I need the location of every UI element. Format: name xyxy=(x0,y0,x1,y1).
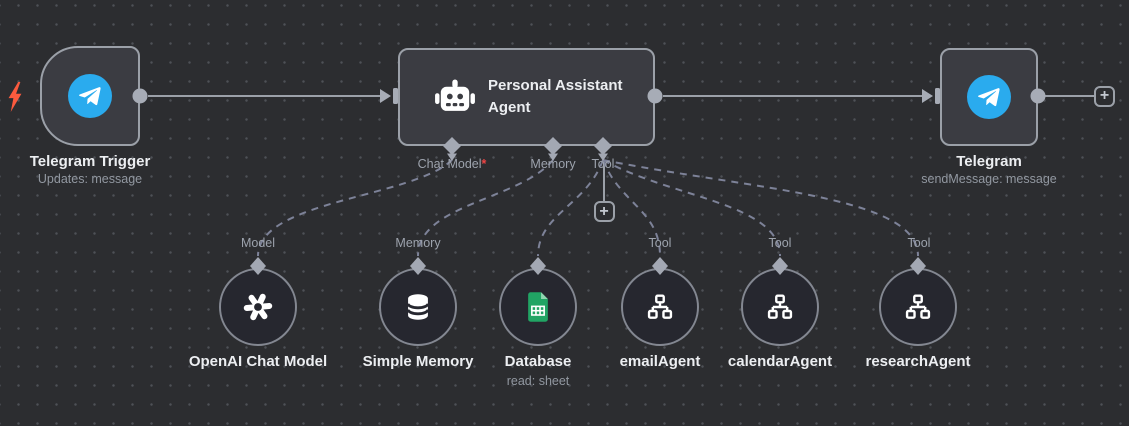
telegram-node-subtitle: sendMessage: message xyxy=(921,172,1057,186)
database-node-subtitle: read: sheet xyxy=(506,374,570,388)
simple-memory-node-title: Simple Memory xyxy=(362,353,474,370)
node-research-agent[interactable] xyxy=(879,268,957,346)
database-node-title: Database xyxy=(504,353,572,370)
openai-node-title: OpenAI Chat Model xyxy=(188,353,328,370)
subnode-port-label-memory: Memory xyxy=(395,236,441,250)
calendar-agent-node-title: calendarAgent xyxy=(727,353,833,370)
node-telegram-send[interactable] xyxy=(940,48,1038,146)
port-diamond-tool[interactable] xyxy=(594,137,612,155)
output-port-trigger[interactable] xyxy=(132,88,148,104)
connection-tool-to-email-agent[interactable] xyxy=(602,159,661,257)
node-calendar-agent[interactable] xyxy=(741,268,819,346)
node-database-sheet[interactable] xyxy=(499,268,577,346)
connection-memory-to-simple-memory[interactable] xyxy=(417,159,554,257)
trigger-node-subtitle: Updates: message xyxy=(37,172,143,186)
telegram-icon xyxy=(967,75,1011,119)
port-label-chat-model: Chat Model* xyxy=(417,157,487,171)
subnode-port-label-tool-email: Tool xyxy=(648,236,672,250)
email-agent-node-title: emailAgent xyxy=(619,353,701,370)
research-agent-node-title: researchAgent xyxy=(865,353,971,370)
subnode-port-label-tool-research: Tool xyxy=(907,236,931,250)
port-label-tool: Tool xyxy=(591,157,615,171)
input-port-telegram[interactable] xyxy=(935,88,940,104)
subnode-port-label-model: Model xyxy=(240,236,276,250)
add-node-button[interactable]: + xyxy=(1094,85,1115,107)
input-port-agent[interactable] xyxy=(393,88,398,104)
sitemap-icon xyxy=(644,291,676,323)
openai-icon xyxy=(240,289,276,325)
input-arrow-telegram xyxy=(922,89,933,103)
port-diamond-email-agent[interactable] xyxy=(652,257,668,275)
node-email-agent[interactable] xyxy=(621,268,699,346)
required-marker: * xyxy=(481,157,487,171)
trigger-node-title: Telegram Trigger xyxy=(29,153,151,170)
port-diamond-database[interactable] xyxy=(530,257,546,275)
output-port-agent[interactable] xyxy=(647,88,663,104)
telegram-icon xyxy=(68,74,112,118)
connection-chatmodel-to-openai[interactable] xyxy=(257,159,453,257)
output-port-telegram[interactable] xyxy=(1030,88,1046,104)
input-arrow-agent xyxy=(380,89,391,103)
lightning-bolt-icon xyxy=(6,82,24,112)
port-diamond-chat-model[interactable] xyxy=(443,137,461,155)
port-diamond-simple-memory[interactable] xyxy=(410,257,426,275)
connection-tool-to-database[interactable] xyxy=(537,159,604,257)
database-icon xyxy=(401,290,435,324)
node-personal-assistant-agent[interactable] xyxy=(398,48,655,146)
plus-icon: + xyxy=(599,202,609,220)
plus-icon: + xyxy=(1099,87,1110,104)
node-openai-chat-model[interactable] xyxy=(219,268,297,346)
subnode-port-label-tool-calendar: Tool xyxy=(768,236,792,250)
port-diamond-calendar-agent[interactable] xyxy=(772,257,788,275)
connection-tool-to-calendar-agent[interactable] xyxy=(602,159,781,257)
sitemap-icon xyxy=(902,291,934,323)
google-sheets-icon xyxy=(523,291,553,323)
node-telegram-trigger[interactable] xyxy=(40,46,140,146)
port-diamond-openai[interactable] xyxy=(250,257,266,275)
port-diamond-research-agent[interactable] xyxy=(910,257,926,275)
robot-icon xyxy=(432,76,478,122)
node-simple-memory[interactable] xyxy=(379,268,457,346)
port-diamond-memory[interactable] xyxy=(544,137,562,155)
telegram-node-title: Telegram xyxy=(956,153,1022,170)
add-tool-button[interactable]: + xyxy=(593,201,615,222)
sitemap-icon xyxy=(764,291,796,323)
port-label-memory: Memory xyxy=(530,157,576,171)
agent-node-title: Personal Assistant Agent xyxy=(488,77,623,116)
connection-tool-to-research-agent[interactable] xyxy=(602,159,919,257)
